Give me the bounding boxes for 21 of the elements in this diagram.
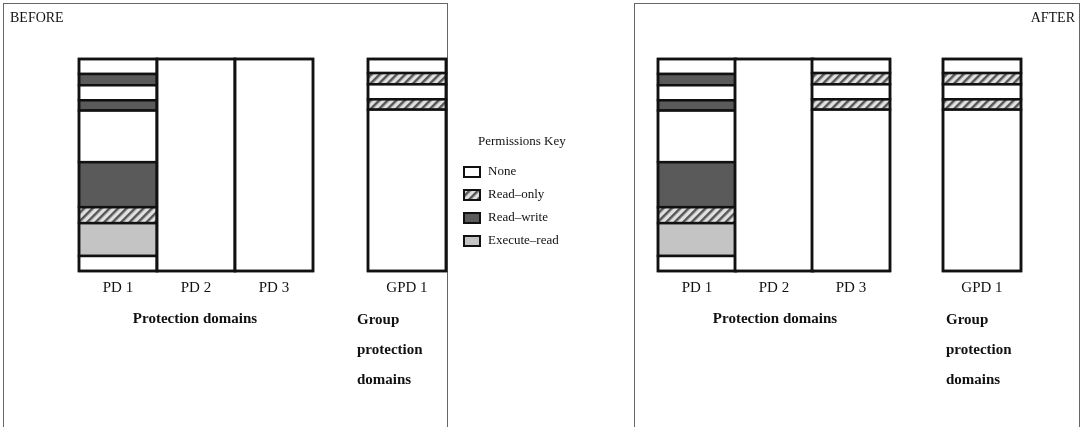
group-label: Protection domains <box>711 310 839 327</box>
panel-title: AFTER <box>1030 10 1075 26</box>
column-label: PD 3 <box>258 279 290 296</box>
legend-text: Execute–read <box>488 232 559 248</box>
legend-title: Permissions Key <box>478 133 567 149</box>
column-label: GPD 1 <box>386 279 428 296</box>
column-label: PD 1 <box>102 279 134 296</box>
group-label: Group protection domains <box>357 310 424 389</box>
panel <box>3 3 448 427</box>
column-label: GPD 1 <box>961 279 1003 296</box>
group-label: Protection domains <box>131 310 259 327</box>
legend-text: Read–write <box>488 209 548 225</box>
column-label: PD 2 <box>758 279 790 296</box>
column-label: PD 1 <box>681 279 713 296</box>
panel-title: BEFORE <box>10 10 64 26</box>
column-label: PD 3 <box>835 279 867 296</box>
legend-text: Read–only <box>488 186 545 202</box>
group-label: Group protection domains <box>946 310 1013 389</box>
column-label: PD 2 <box>180 279 212 296</box>
panel <box>634 3 1080 427</box>
legend-text: None <box>488 163 517 179</box>
